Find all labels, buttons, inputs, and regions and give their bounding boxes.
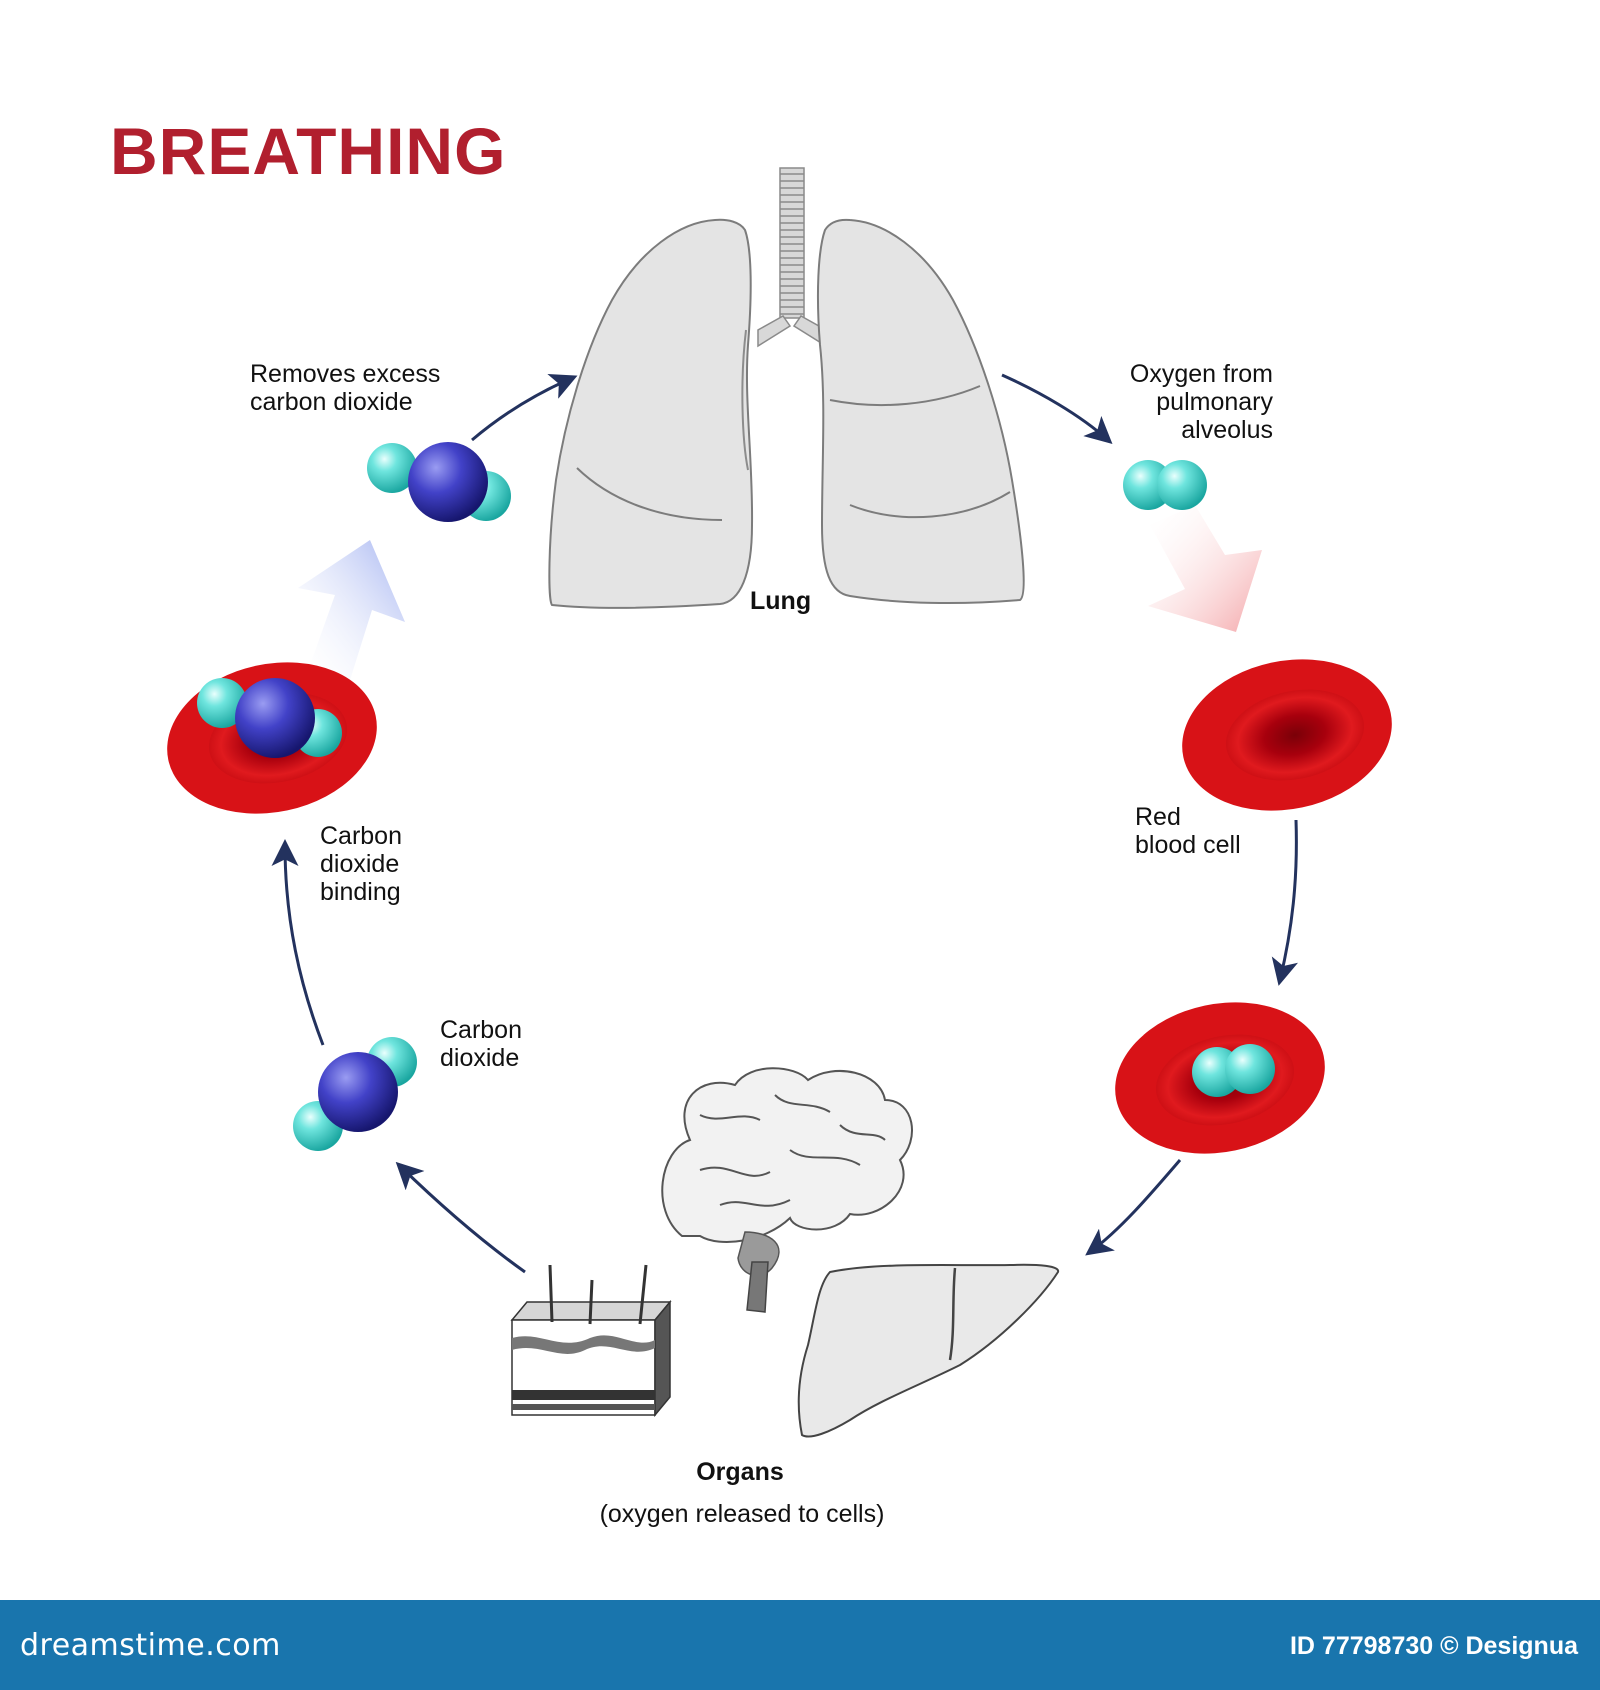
diagram-title: BREATHING: [110, 114, 507, 188]
oxygen-transfer-arrow: [1148, 505, 1262, 632]
oxygenated-blood-cell-icon: [1115, 1002, 1325, 1154]
arrow-co2-to-lung: [471, 374, 578, 442]
image-id-text: ID 77798730 © Designua: [1289, 1632, 1578, 1660]
carbon-dioxide-label: Carbon dioxide: [440, 1016, 522, 1072]
co2-binding-label: Carbon dioxide binding: [320, 822, 402, 906]
co2-molecule-icon: [293, 1037, 417, 1151]
oxygen-molecule-icon: [1123, 460, 1207, 510]
co2-transfer-arrow: [298, 540, 405, 680]
brand-logo[interactable]: dreamstime.com: [20, 1628, 281, 1663]
oxygen-from-alveolus-label: Oxygen from pulmonary alveolus: [1129, 360, 1273, 444]
skin-icon: [510, 1264, 672, 1418]
red-blood-cell-icon: [1182, 659, 1392, 811]
arrow-organs-to-co2: [395, 1161, 526, 1274]
arrow-rbc-to-organs: [1085, 1159, 1182, 1256]
footer-bar: dreamstime.com ID 77798730 © Designua: [0, 1600, 1600, 1690]
organs-label: Organs: [696, 1458, 784, 1486]
co2-molecule-icon: [367, 442, 511, 522]
red-blood-cell-label: Red blood cell: [1135, 803, 1241, 859]
organs-note-label: (oxygen released to cells): [599, 1500, 885, 1528]
removes-co2-label: Removes excess carbon dioxide: [250, 360, 441, 416]
left-lung: [548, 218, 754, 609]
brain-icon: [661, 1067, 913, 1313]
right-lung: [816, 218, 1025, 605]
lung-label: Lung: [750, 587, 812, 615]
co2-bound-blood-cell-icon: [167, 662, 377, 814]
liver-icon: [797, 1263, 1059, 1438]
breathing-cycle-diagram: [167, 167, 1392, 1438]
arrow-co2-to-rbc: [271, 839, 325, 1046]
lung-illustration: [548, 167, 1025, 609]
flow-arrows: [271, 373, 1299, 1274]
trachea: [757, 167, 827, 348]
arrow-lung-to-oxygen: [1001, 373, 1113, 444]
arrow-rbc-down: [1271, 819, 1299, 986]
